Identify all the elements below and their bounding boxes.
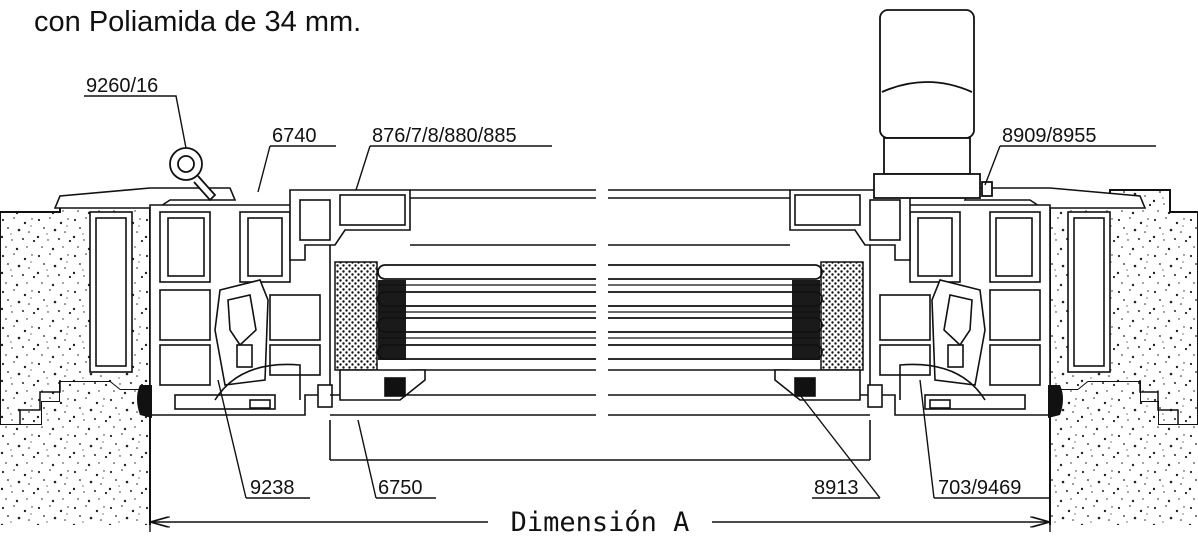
dimension-line	[149, 430, 1051, 532]
hinge	[169, 147, 217, 202]
callout-center-top: 876/7/8/880/885	[372, 125, 517, 147]
callout-right-bottom-a: 8913	[814, 477, 859, 499]
callout-hinge: 9260/16	[86, 75, 158, 97]
callout-left-top: 6740	[272, 125, 317, 147]
glazing-unit	[334, 180, 864, 440]
callout-left-bottom-a: 9238	[250, 477, 295, 499]
callout-right-top: 8909/8955	[1002, 125, 1097, 147]
dimension-label: Dimensión A	[511, 507, 690, 538]
wall-step-lines	[19, 380, 1179, 425]
seal-left	[137, 385, 152, 418]
glazing-bead-lines	[329, 189, 871, 461]
callout-right-bottom-b: 703/9469	[938, 477, 1021, 499]
drawing-heading: con Poliamida de 34 mm.	[34, 6, 362, 38]
glazing-beads	[339, 369, 861, 401]
leader-lines	[84, 95, 1156, 499]
callout-left-bottom-b: 6750	[378, 477, 423, 499]
frame-right	[789, 187, 1147, 416]
handle	[873, 9, 993, 199]
frame-left	[53, 187, 411, 416]
seal-right	[1048, 385, 1063, 418]
